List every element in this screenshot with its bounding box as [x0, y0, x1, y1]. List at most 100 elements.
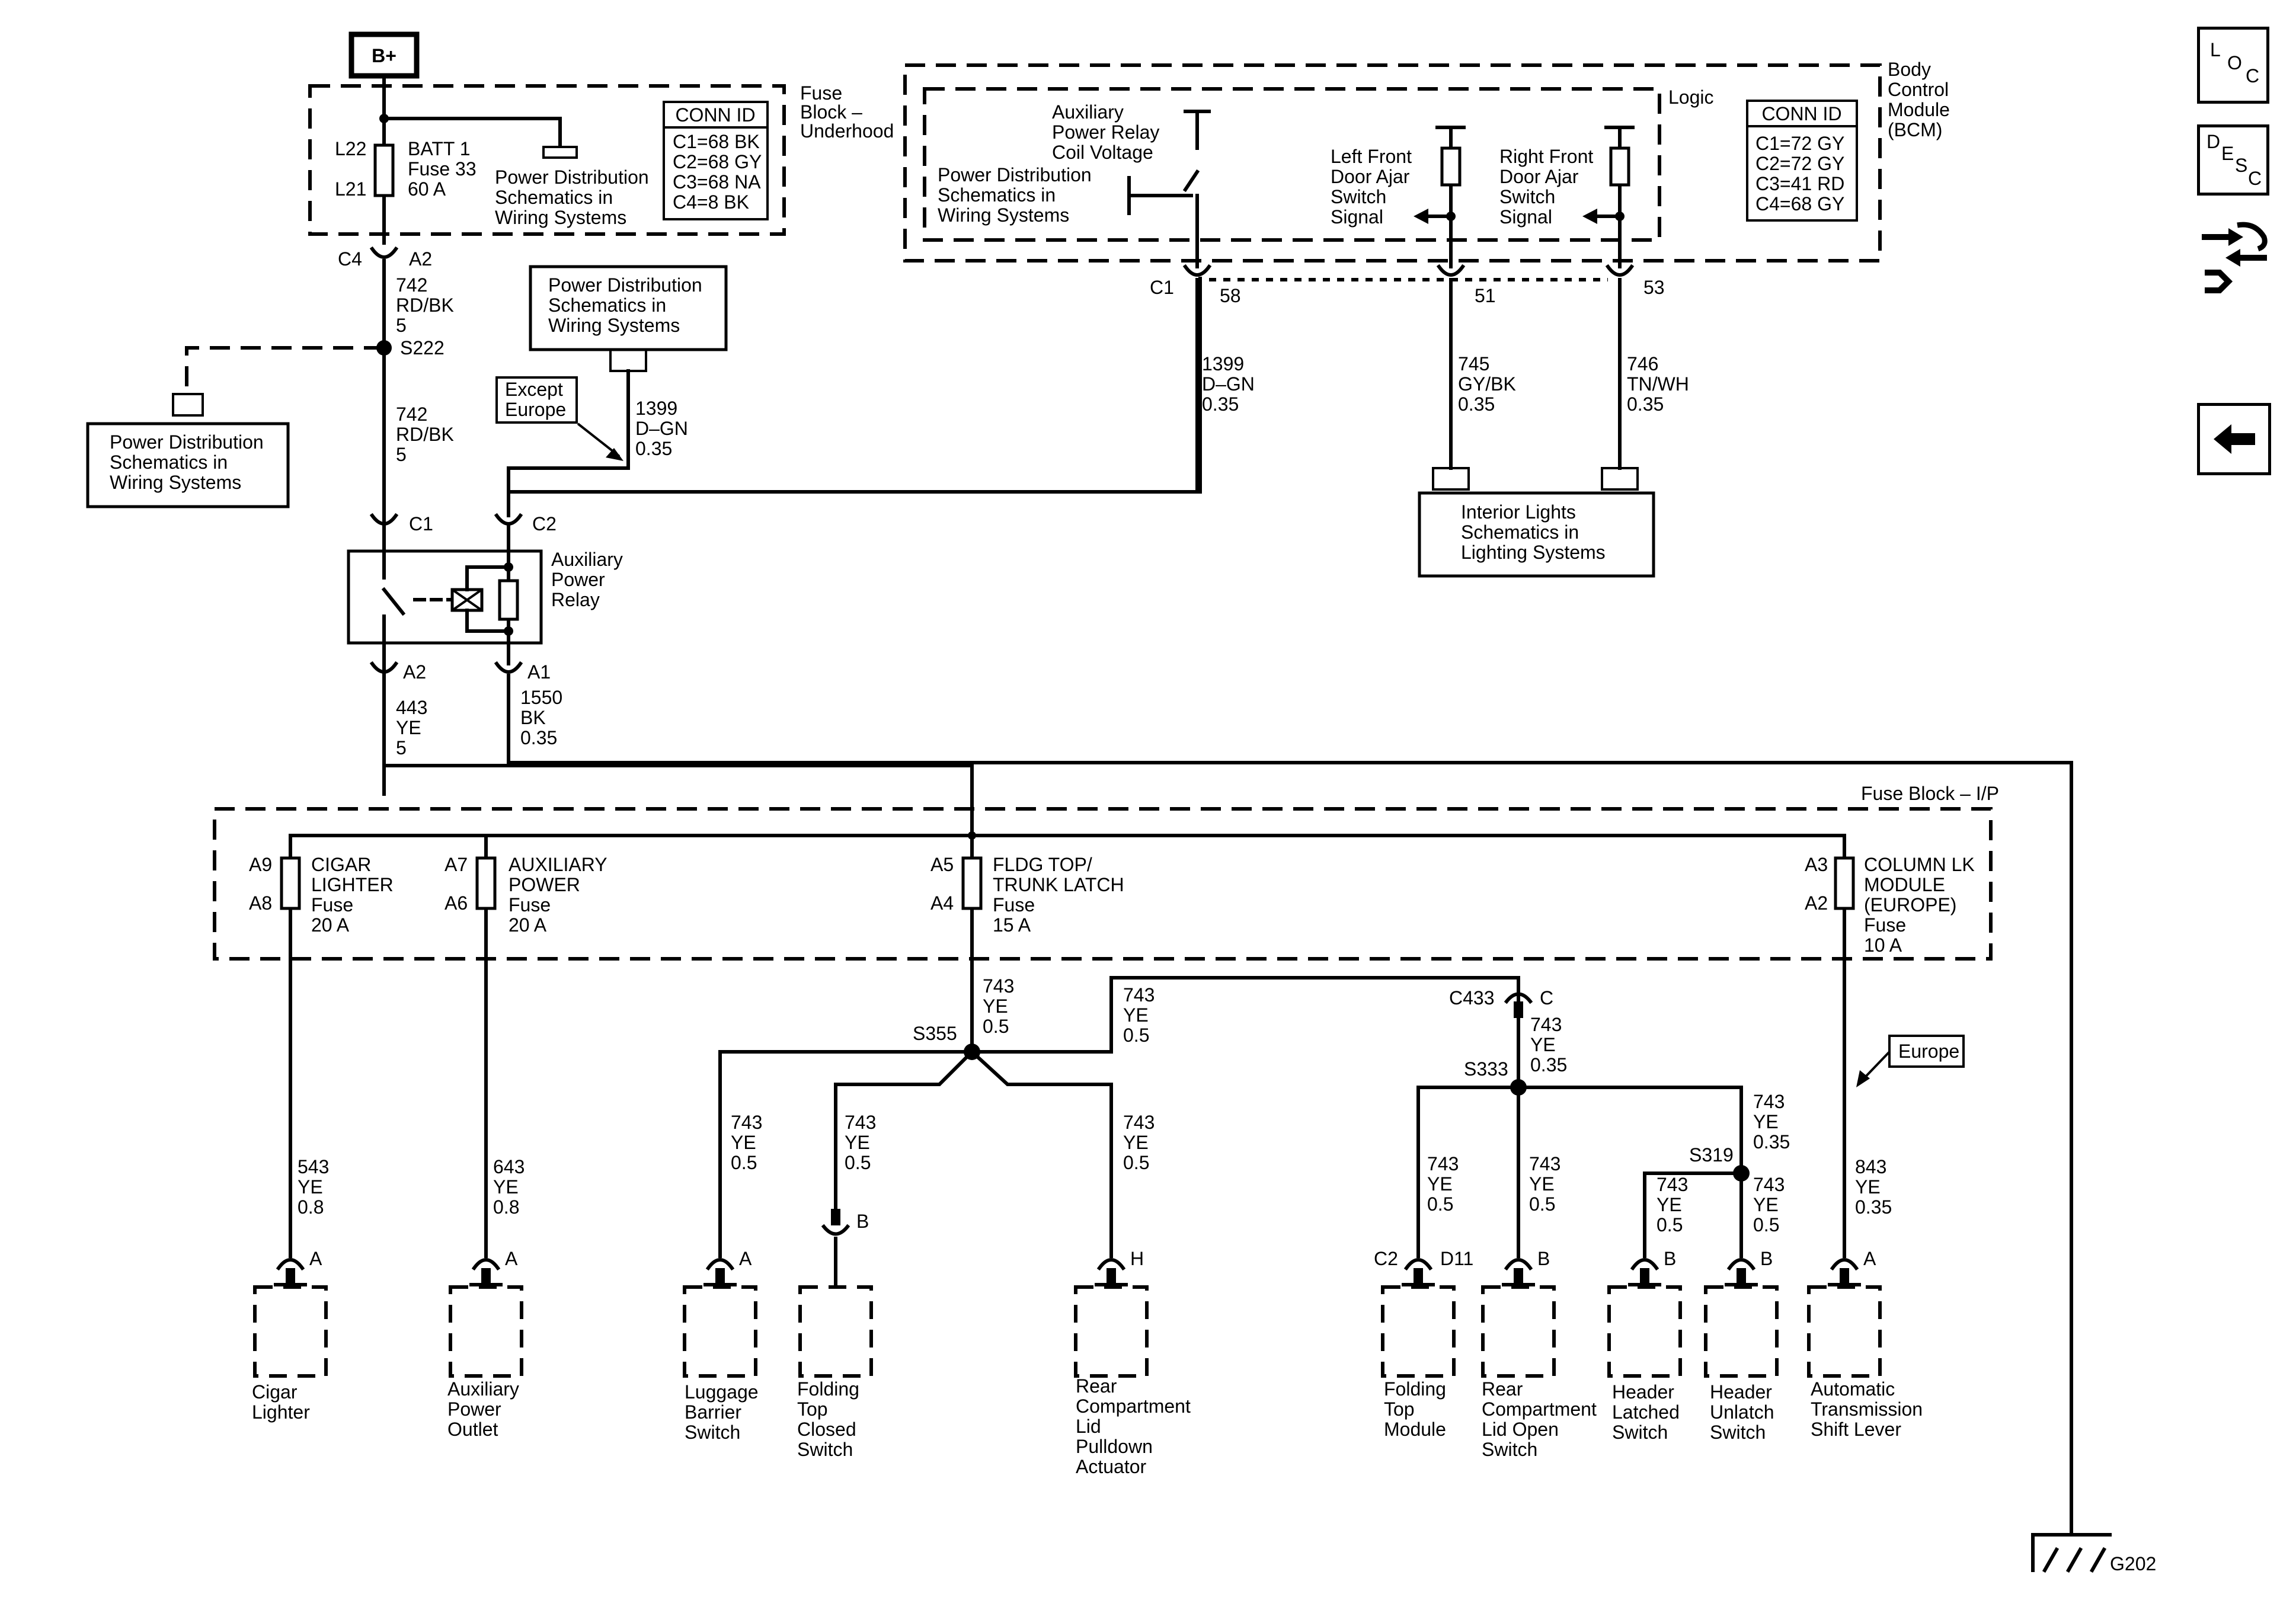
batt1-fuse — [373, 143, 395, 197]
svg-text:A9: A9 — [249, 854, 272, 875]
splice-s222-label: S222 — [400, 337, 445, 359]
conn-c4: C4 — [338, 248, 362, 270]
auxiliary-power-outlet-label: Auxiliary Power Outlet — [447, 1378, 525, 1440]
svg-text:Interior Lights Schematics: Interior Lights Schematics in Lighting S… — [1461, 501, 1606, 563]
svg-text:B: B — [1760, 1248, 1773, 1269]
folding-top-module — [1381, 1258, 1456, 1378]
wire-743-label-s355-up: 743 YE 0.5 — [1123, 984, 1160, 1046]
rear-compartment-lid-open-switch-label: Rear Compartment Lid Open Switch — [1482, 1378, 1602, 1460]
wire-743-label-header-latched: 743 YE 0.5 — [1657, 1174, 1693, 1235]
svg-text:A5: A5 — [930, 854, 954, 875]
splice-s333-label: S333 — [1464, 1058, 1508, 1080]
location-icon: L O C — [2210, 39, 2259, 87]
location-button[interactable]: L O C — [2197, 27, 2269, 104]
wire-743-label-s333-right: 743 YE 0.35 — [1753, 1091, 1790, 1153]
header-unlatch-switch — [1704, 1258, 1779, 1378]
svg-text:A: A — [1863, 1248, 1876, 1269]
splice-s319-label: S319 — [1689, 1144, 1734, 1166]
auxiliary-power-outlet — [449, 1258, 523, 1378]
wire-743-label-luggage: 743 YE 0.5 — [731, 1112, 768, 1173]
svg-text:S: S — [2235, 155, 2247, 176]
conn-id-values-underhood: C1=68 BK C2=68 GY C3=68 NA C4=8 BK — [673, 131, 767, 213]
svg-text:Europe: Europe — [1898, 1041, 1959, 1062]
aux-coil-voltage-label: Auxiliary Power Relay Coil Voltage — [1052, 101, 1165, 163]
svg-text:D: D — [2207, 131, 2220, 152]
svg-text:A2: A2 — [1805, 892, 1828, 914]
wire-743-label-main: 743 YE 0.5 — [983, 975, 1019, 1037]
header-unlatch-switch-label: Header Unlatch Switch — [1710, 1381, 1779, 1443]
wire-1550-label: 1550 BK 0.35 — [520, 687, 568, 748]
column-lock-module-fuse — [1834, 856, 1855, 910]
svg-text:A: A — [309, 1248, 322, 1269]
folding-top-closed-switch — [798, 1285, 873, 1378]
ground-g202-label: G202 — [2110, 1553, 2156, 1574]
pin-l22: L22 — [335, 138, 366, 159]
conn-id-table-bcm — [1746, 100, 1858, 222]
bcm-logic-label: Logic — [1668, 87, 1714, 108]
batt1-fuse-label: BATT 1 Fuse 33 60 A — [408, 138, 482, 200]
svg-text:A3: A3 — [1805, 854, 1828, 875]
svg-text:B: B — [1664, 1248, 1676, 1269]
description-button[interactable]: D E S C — [2197, 124, 2269, 196]
pin-l21: L21 — [335, 178, 366, 200]
auxiliary-power-fuse — [475, 856, 497, 910]
svg-text:B: B — [856, 1211, 869, 1232]
pin-a2-top: A2 — [409, 248, 432, 270]
wire-746-label: 746 TN/WH 0.35 — [1627, 353, 1694, 415]
europe-box — [1888, 1035, 1965, 1068]
column-lock-fuse-label: COLUMN LK MODULE (EUROPE) Fuse 10 A — [1864, 854, 1980, 956]
luggage-barrier-switch — [683, 1258, 757, 1378]
bcm-conn-c1: C1 — [1150, 277, 1174, 298]
relay-conn-c1: C1 — [409, 513, 433, 534]
except-europe-box — [495, 376, 578, 424]
relay-conn-c2: C2 — [532, 513, 557, 534]
wire-843-label: 843 YE 0.35 — [1855, 1156, 1892, 1218]
connector-icon — [2202, 222, 2268, 293]
header-latched-switch — [1607, 1258, 1682, 1378]
auxiliary-power-fuse-label: AUXILIARY POWER Fuse 20 A — [509, 854, 612, 936]
fuse-block-underhood-label: Fuse Block – Underhood — [800, 82, 894, 142]
back-button[interactable] — [2197, 403, 2271, 475]
bcm-pin-53: 53 — [1643, 277, 1665, 298]
conn-c433: C433 — [1449, 987, 1495, 1009]
fldg-top-trunk-latch-fuse — [961, 856, 983, 910]
fuse-block-ip-label: Fuse Block – I/P — [1861, 783, 1999, 804]
wire-745-label: 745 GY/BK 0.35 — [1458, 353, 1521, 415]
splice-s355-label: S355 — [913, 1023, 957, 1044]
relay-pin-a1: A1 — [527, 661, 551, 683]
cigar-lighter-label: Cigar Lighter — [252, 1381, 310, 1423]
svg-text:A: A — [739, 1248, 752, 1269]
cigar-lighter-fuse-label: CIGAR LIGHTER Fuse 20 A — [311, 854, 399, 936]
wire-1399-label-b: 1399 D–GN 0.35 — [1202, 353, 1260, 415]
relay-pin-a2: A2 — [403, 661, 426, 683]
svg-text:Power Distribution Schemat: Power Distribution Schematics in Wiring … — [548, 274, 708, 336]
svg-text:C: C — [2248, 168, 2262, 189]
connector-view-button[interactable] — [2196, 210, 2273, 293]
right-front-door-label: Right Front Door Ajar Switch Signal — [1499, 146, 1598, 228]
power-distribution-ref-bcm: Power Distribution Schematics in Wiring … — [938, 164, 1097, 226]
svg-text:O: O — [2227, 52, 2242, 73]
interior-lights-ref — [1418, 491, 1655, 578]
svg-text:Except Europe: Except Europe — [505, 379, 568, 420]
rear-compartment-lid-pulldown-actuator — [1074, 1258, 1149, 1378]
svg-text:H: H — [1130, 1248, 1144, 1269]
bcm-pin-51: 51 — [1475, 285, 1496, 306]
folding-top-module-label: Folding Top Module — [1384, 1378, 1451, 1440]
rear-compartment-lid-pulldown-label: Rear Compartment Lid Pulldown Actuator — [1076, 1375, 1196, 1477]
cigar-lighter — [253, 1258, 328, 1378]
svg-text:D11: D11 — [1440, 1248, 1473, 1269]
left-front-door-label: Left Front Door Ajar Switch Signal — [1331, 146, 1417, 228]
bcm-label: Body Control Module (BCM) — [1888, 59, 1955, 140]
relay-label: Auxiliary Power Relay — [551, 549, 628, 610]
fuse-block-ip — [213, 807, 1993, 961]
svg-text:A7: A7 — [445, 854, 468, 875]
conn-id-values-bcm: C1=72 GY C2=72 GY C3=41 RD C4=68 GY — [1755, 133, 1850, 215]
svg-text:CONN ID: CONN ID — [1761, 103, 1841, 124]
wire-1399-label-a: 1399 D–GN 0.35 — [635, 398, 693, 459]
wire-743-label-c433: 743 YE 0.35 — [1530, 1014, 1567, 1076]
svg-text:Power Distribution Schemat: Power Distribution Schematics in Wiring … — [110, 431, 269, 493]
svg-text:A6: A6 — [445, 892, 468, 914]
wire-743-label-folding-module: 743 YE 0.5 — [1427, 1153, 1464, 1215]
rear-compartment-lid-open-switch — [1481, 1258, 1556, 1378]
